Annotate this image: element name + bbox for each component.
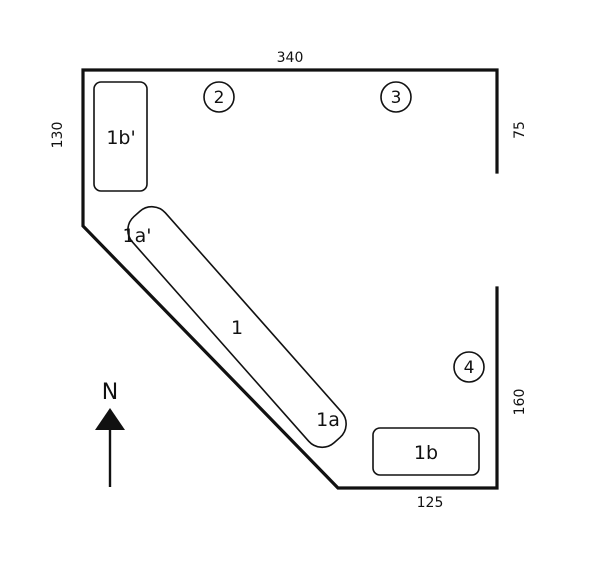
marker-4: 4 [453, 351, 485, 383]
dimension-right-upper: 75 [512, 121, 528, 139]
marker-3-circle [380, 81, 412, 113]
area-1a-label: 1a [316, 409, 340, 431]
marker-4-circle [453, 351, 485, 383]
marker-4-label: 4 [464, 358, 475, 378]
dimension-right-lower: 160 [512, 389, 528, 416]
area-1b-prime-label: 1b' [106, 127, 135, 149]
area-1-box [127, 205, 347, 449]
marker-2-circle [203, 81, 235, 113]
area-1: 1a' 1 1a [123, 205, 347, 449]
marker-2-label: 2 [214, 88, 225, 108]
north-arrow-icon [95, 408, 125, 430]
wall-main-outline [81, 68, 499, 490]
dimension-top: 340 [277, 50, 304, 66]
marker-3-label: 3 [391, 88, 402, 108]
marker-2: 2 [203, 81, 235, 113]
area-1b: 1b [372, 427, 480, 476]
north-label: N [102, 380, 118, 405]
area-1b-prime: 1b' [93, 81, 148, 192]
marker-3: 3 [380, 81, 412, 113]
floor-plan-walls [81, 68, 499, 490]
dimension-bottom: 125 [417, 495, 444, 511]
dimension-left: 130 [50, 122, 66, 149]
area-1b-prime-box [93, 81, 148, 192]
area-1a-prime-label: 1a' [123, 225, 152, 247]
area-1-label: 1 [231, 317, 243, 339]
area-1b-box [372, 427, 480, 476]
area-1b-label: 1b [414, 442, 438, 464]
north-arrow: N [95, 380, 125, 487]
